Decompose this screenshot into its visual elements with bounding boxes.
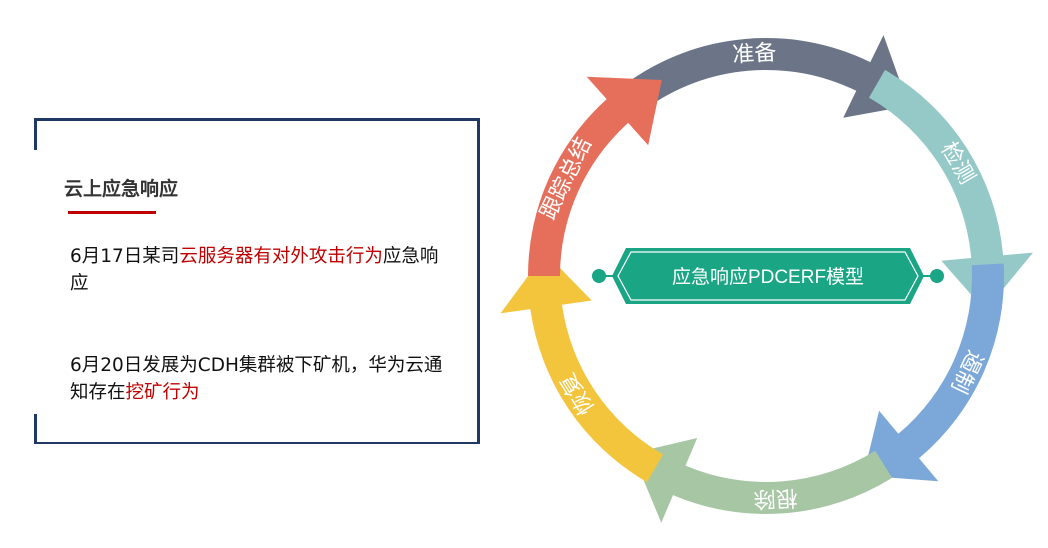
stage-arrow-3 <box>863 263 1005 482</box>
card-border-left-bottom <box>34 414 37 444</box>
stage-label-4: 根除 <box>753 484 798 511</box>
event-2-prefix: 6月20日发展为CDH集群被下矿机，华为云通知存在 <box>70 355 443 403</box>
card-border-left-top <box>34 118 37 150</box>
event-1-suffix: 应急响应 <box>70 246 439 294</box>
event-2-highlight: 挖矿行为 <box>125 382 200 403</box>
banner-left-dot <box>592 269 606 283</box>
stage-arrow-4 <box>632 438 893 523</box>
banner-shape <box>612 248 924 304</box>
card-border-bottom <box>34 442 480 444</box>
card-title: 云上应急响应 <box>64 178 179 200</box>
stage-arrow-6 <box>528 76 662 276</box>
event-item-1: 6月17日某司云服务器有对外攻击行为应急响应 <box>70 243 450 297</box>
title-underline <box>68 211 156 214</box>
stage-arrow-2 <box>869 69 1033 311</box>
banner-right-dot <box>930 269 944 283</box>
incident-card: 云上应急响应 6月17日某司云服务器有对外攻击行为应急响应 6月20日发展为CD… <box>34 118 480 444</box>
stage-label-1: 准备 <box>732 41 777 68</box>
card-border-right <box>477 118 480 444</box>
event-1-highlight: 云服务器有对外攻击行为 <box>179 246 383 267</box>
event-1-prefix: 6月17日某司 <box>70 246 180 267</box>
cycle-arrows <box>500 35 1033 523</box>
banner-inner-border <box>617 251 919 301</box>
center-banner: 应急响应PDCERF模型 <box>592 248 944 304</box>
stage-arrow-1 <box>626 35 909 118</box>
card-border-top <box>34 118 480 121</box>
stage-arrow-5 <box>500 252 663 483</box>
center-label: 应急响应PDCERF模型 <box>672 266 864 288</box>
event-item-2: 6月20日发展为CDH集群被下矿机，华为云通知存在挖矿行为 <box>70 352 450 406</box>
